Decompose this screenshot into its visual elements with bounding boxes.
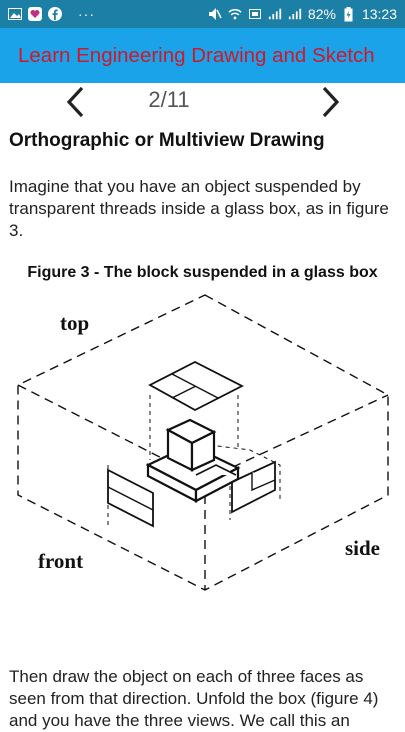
status-bar: ··· 82% 13:23 [0, 0, 405, 28]
battery-charging-icon [342, 6, 356, 21]
facebook-icon [48, 7, 62, 21]
figure-caption: Figure 3 - The block suspended in a glas… [27, 264, 378, 281]
chevron-left-icon [66, 86, 84, 118]
previous-page-button[interactable] [62, 85, 88, 119]
signal-strength-icon-1 [268, 7, 282, 21]
section-heading: Orthographic or Multiview Drawing [9, 130, 325, 151]
clock: 13:23 [361, 6, 397, 22]
glass-box-figure: top front side [17, 294, 389, 591]
more-notifications-indicator: ··· [78, 6, 95, 22]
side-label: side [345, 536, 380, 560]
page-indicator: 2/11 [148, 87, 190, 112]
signal-strength-icon-2 [288, 7, 302, 21]
battery-percentage: 82% [307, 6, 336, 22]
app-bar: Learn Engineering Drawing and Sketch [0, 28, 405, 83]
intro-paragraph: Imagine that you have an object suspende… [9, 177, 389, 240]
next-page-button[interactable] [318, 85, 344, 119]
body-paragraph: Then draw the object on each of three fa… [9, 667, 379, 730]
app-notification-icon [28, 7, 42, 21]
image-notification-icon [8, 7, 22, 21]
mute-icon [208, 7, 222, 21]
front-label: front [38, 549, 83, 573]
chevron-right-icon [322, 86, 340, 118]
page-navigator: 2/11 [0, 83, 405, 121]
volte-icon [248, 7, 262, 21]
top-label: top [60, 311, 89, 335]
wifi-icon [228, 7, 242, 21]
app-title: Learn Engineering Drawing and Sketch [18, 43, 375, 67]
